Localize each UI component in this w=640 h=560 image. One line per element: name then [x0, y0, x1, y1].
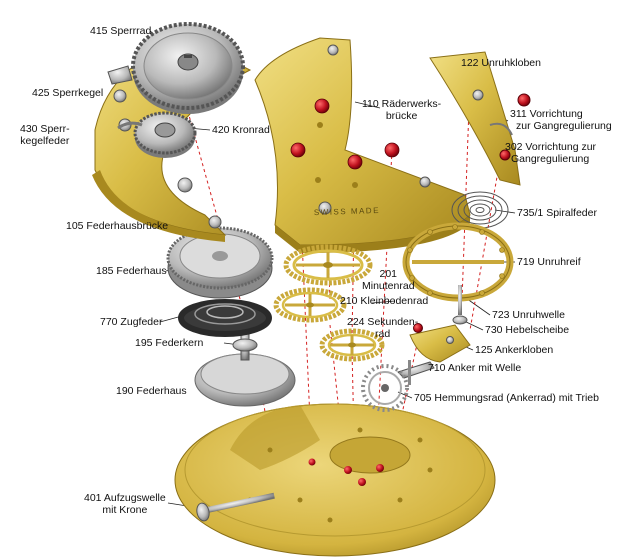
hairspring	[451, 191, 509, 229]
label-425-click: 425 Sperrkegel	[32, 87, 104, 99]
label-185-barrel: 185 Federhaus	[96, 265, 167, 277]
escape-wheel	[361, 364, 409, 412]
label-430-click-spring: 430 Sperr- kegelfeder	[20, 123, 70, 147]
pallet-bridge	[409, 323, 471, 363]
label-210-third-wheel: 210 Kleinbodenrad	[340, 295, 429, 307]
label-122-balance-cock: 122 Unruhkloben	[461, 57, 541, 69]
label-735-hairspring: 735/1 Spiralfeder	[517, 207, 597, 219]
barrel-wheel	[166, 226, 274, 299]
label-719-balance-wheel: 719 Unruhreif	[517, 256, 581, 268]
label-110-train-bridge: 110 Räderwerks- brücke	[362, 98, 442, 122]
label-190-barrel: 190 Federhaus	[116, 385, 187, 397]
label-401-winding-stem: 401 Aufzugswelle mit Krone	[84, 492, 166, 516]
main-plate	[174, 403, 496, 557]
winding-stem	[196, 492, 275, 522]
third-wheel	[273, 287, 347, 323]
click-parts	[107, 65, 143, 130]
label-224-seconds-wheel: 224 Sekunden- rad	[347, 316, 419, 340]
barrel-lower	[194, 353, 296, 407]
ratchet-wheel	[131, 22, 245, 114]
label-201-center-wheel: 201 Minutenrad	[362, 268, 415, 292]
crown-wheel	[133, 111, 197, 158]
balance-cock	[429, 51, 531, 186]
label-770-mainspring: 770 Zugfeder	[100, 316, 163, 328]
label-302-regulator: 302 Vorrichtung zur Gangregulierung	[505, 141, 597, 165]
seconds-wheel	[319, 328, 385, 362]
label-311-regulator: 311 Vorrichtung zur Gangregulierung	[510, 108, 612, 132]
mainspring	[178, 299, 272, 337]
label-710-pallet-fork: 710 Anker mit Welle	[428, 362, 522, 374]
engraving-text: SWISS MADE	[314, 206, 380, 217]
label-125-pallet-bridge: 125 Ankerkloben	[475, 344, 554, 356]
label-723-balance-staff: 723 Unruhwelle	[492, 309, 565, 321]
balance-staff	[452, 285, 468, 325]
label-415-ratchet-wheel: 415 Sperrrad	[90, 25, 152, 37]
train-wheel-bridge: SWISS MADE	[254, 37, 471, 253]
pallet-fork	[397, 360, 435, 385]
label-195-barrel-arbor: 195 Federkern	[135, 337, 204, 349]
label-105-barrel-bridge: 105 Federhausbrücke	[66, 220, 169, 232]
label-420-crown-wheel: 420 Kronrad	[212, 124, 270, 136]
center-wheel	[283, 244, 373, 286]
label-705-escape-wheel: 705 Hemmungsrad (Ankerrad) mit Trieb	[414, 392, 599, 404]
label-730-roller: 730 Hebelscheibe	[485, 324, 570, 336]
